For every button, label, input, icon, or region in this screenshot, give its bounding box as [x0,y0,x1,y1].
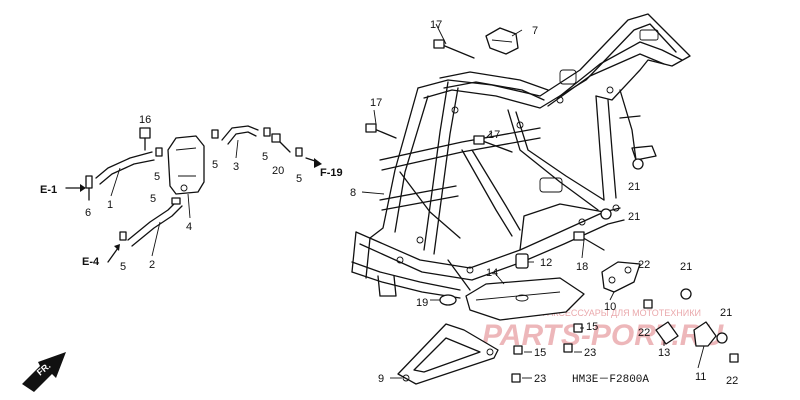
ref-arrows [65,157,322,263]
skid-plate-14 [465,277,585,321]
callout-10: 10 [604,301,616,313]
callout-5b: 5 [120,261,126,273]
part-6 [85,175,93,201]
callout-20: 20 [272,165,284,177]
callout-dashes [522,327,584,379]
diagram-code: HM3E－F2800A [572,374,649,386]
callout-8: 8 [350,187,356,199]
callout-6: 6 [85,207,91,219]
bolt-17-group [365,39,513,153]
callout-18: 18 [576,261,588,273]
callout-5e: 5 [296,173,302,185]
ref-e1: E-1 [40,184,57,196]
bolt-16 [139,127,151,151]
callout-5a: 5 [154,171,160,183]
part-11 [693,321,717,347]
clip-5-group [119,127,303,241]
leader-lines [110,23,705,379]
callout-5d: 5 [262,151,268,163]
callout-12: 12 [540,257,552,269]
callout-2: 2 [149,259,155,271]
callout-11: 11 [695,371,706,383]
front-arrow: FR. [22,352,66,392]
callout-labels: 1 2 3 4 5 5 5 5 5 5 6 7 8 9 10 11 12 13 … [85,19,738,387]
callout-16: 16 [139,114,151,126]
callout-5f: 5 [150,193,156,205]
tube-1 [95,151,155,185]
callout-17b: 17 [370,97,382,109]
callout-23a: 23 [584,347,596,359]
bracket-10 [601,261,641,293]
callout-15a: 15 [534,347,546,359]
callout-23b: 23 [534,373,546,385]
callout-9: 9 [378,373,384,385]
callout-14: 14 [486,267,498,279]
tube-3 [221,125,259,145]
callout-21d: 21 [720,307,732,319]
nut-21-group [600,158,728,344]
callout-22b: 22 [638,327,650,339]
part-19 [439,294,457,306]
callout-19: 19 [416,297,428,309]
callout-21a: 21 [628,181,640,193]
callout-1: 1 [107,199,113,211]
callout-7: 7 [532,25,538,37]
callout-3: 3 [233,161,239,173]
callout-22a: 22 [638,259,650,271]
callout-5c: 5 [212,159,218,171]
strap-7 [485,27,519,55]
callout-4: 4 [186,221,192,233]
ref-f19: F-19 [320,167,343,179]
callout-17c: 17 [488,129,500,141]
watermark-sub: ЗАПЧАСТИ И АКСЕССУАРЫ ДЛЯ МОТОТЕХНИКИ [488,308,701,318]
part-12 [515,253,529,269]
ref-labels: E-1 E-4 F-19 [40,167,343,268]
bolt-18 [573,231,605,251]
callout-13: 13 [658,347,670,359]
callout-17a: 17 [430,19,442,31]
callout-15b: 15 [586,321,598,333]
callout-21b: 21 [628,211,640,223]
callout-21c: 21 [680,261,692,273]
tube-2 [127,199,183,247]
bracket-9 [397,323,499,385]
bolt-20 [271,133,291,153]
reservoir-4 [167,135,205,195]
ref-e4: E-4 [82,256,100,268]
part-13 [655,321,679,345]
callout-22c: 22 [726,375,738,387]
